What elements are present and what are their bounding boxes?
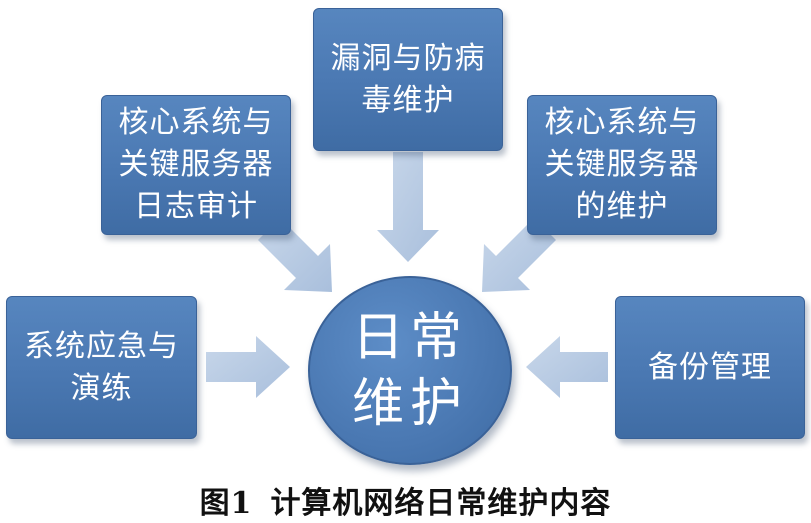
center-node-daily-maintenance: 日常 维护 — [308, 276, 512, 465]
figure-number: 图1 — [199, 486, 253, 521]
figure-caption: 图1 计算机网络日常维护内容 — [0, 478, 811, 522]
figure-title: 计算机网络日常维护内容 — [270, 486, 612, 521]
arrow-upper-right-to-center — [482, 218, 556, 292]
arrow-left-to-center — [206, 336, 290, 398]
node-core-log-audit: 核心系统与 关键服务器 日志审计 — [101, 95, 291, 235]
arrow-upper-left-to-center — [258, 218, 332, 292]
node-core-server-maintenance: 核心系统与 关键服务器 的维护 — [527, 95, 717, 235]
arrow-top-to-center — [377, 152, 439, 262]
node-backup-management: 备份管理 — [615, 296, 805, 439]
node-emergency-drill: 系统应急与 演练 — [6, 296, 197, 439]
arrows-layer — [206, 152, 608, 398]
node-vulnerability-antivirus: 漏洞与防病 毒维护 — [313, 8, 503, 151]
arrow-right-to-center — [526, 336, 608, 398]
